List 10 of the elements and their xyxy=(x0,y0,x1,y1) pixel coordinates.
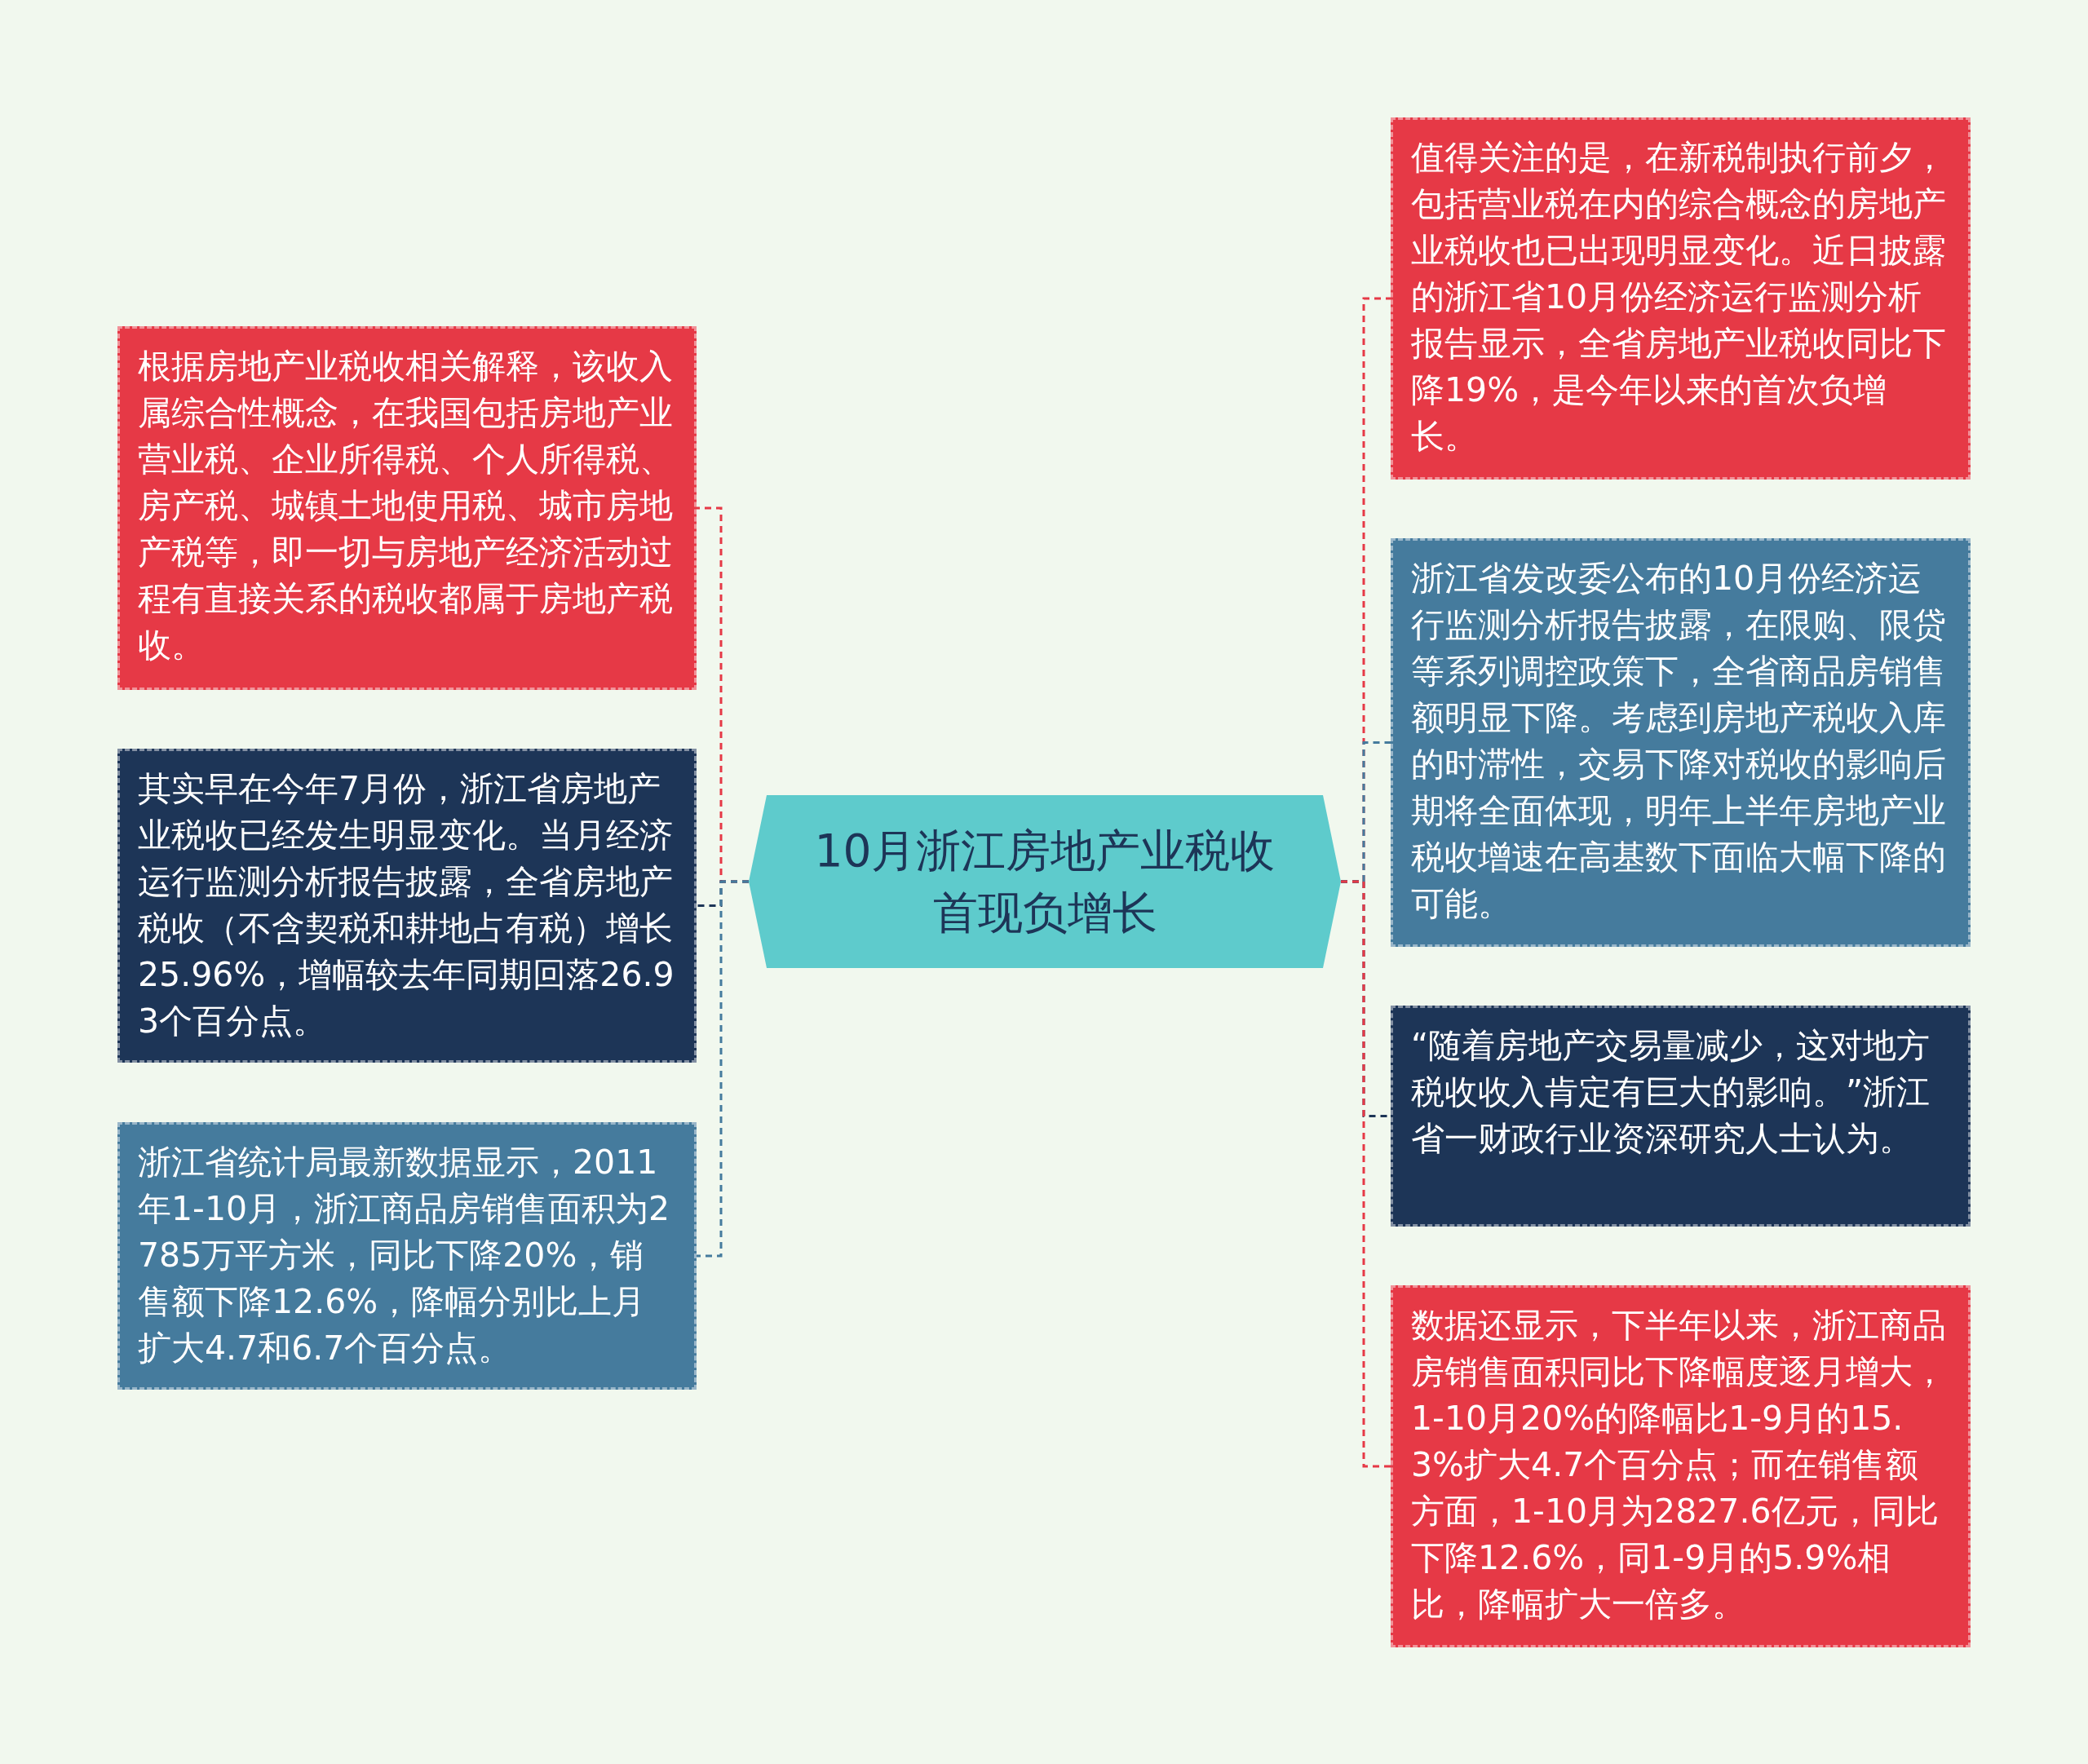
text-box: 浙江省统计局最新数据显示，2011年1-10月，浙江商品房销售面积为2785万平方米，同比下降20%，销售额下降12.6%，降幅分别比上月扩大4.7和6.7个百分点。 xyxy=(117,1122,697,1390)
text-box: 浙江省发改委公布的10月份经济运行监测分析报告披露，在限购、限贷等系列调控政策下，全省商品房销售额明显下降。考虑到房地产税收入库的时滞性，交易下降对税收的影响后期将全面体现，明年上半年房地产业税收增速在高基数下面临大幅下降的可能。 xyxy=(1391,538,1971,947)
text-box: 其实早在今年7月份，浙江省房地产业税收已经发生明显变化。当月经济运行监测分析报告披露，全省房地产税收（不含契税和耕地占有税）增长25.96%，增幅较去年同期回落26.93个百分点。 xyxy=(117,749,697,1063)
text-box: 数据还显示，下半年以来，浙江商品房销售面积同比下降幅度逐月增大，1-10月20%的降幅比1-9月的15.3%扩大4.7个百分点；而在销售额方面，1-10月为2827.6亿元，同比下降12.6%，同1-9月的5.9%相比，降幅扩大一倍多。 xyxy=(1391,1285,1971,1647)
connector-line xyxy=(697,880,749,1258)
text-box: “随着房地产交易量减少，这对地方税收收入肯定有巨大的影响。”浙江省一财政行业资深研究人士认为。 xyxy=(1391,1006,1971,1227)
topic-hexagon: 10月浙江房地产业税收首现负增长 xyxy=(749,795,1341,968)
connector-line xyxy=(1341,880,1391,1468)
text-box: 值得关注的是，在新税制执行前夕，包括营业税在内的综合概念的房地产业税收也已出现明显变化。近日披露的浙江省10月份经济运行监测分析报告显示，全省房地产业税收同比下降19%，是今年以来的首次负增长。 xyxy=(1391,117,1971,480)
text-box: 根据房地产业税收相关解释，该收入属综合性概念，在我国包括房地产业营业税、企业所得税、个人所得税、房产税、城镇土地使用税、城市房地产税等，即一切与房地产经济活动过程有直接关系的税收都属于房地产税收。 xyxy=(117,326,697,690)
